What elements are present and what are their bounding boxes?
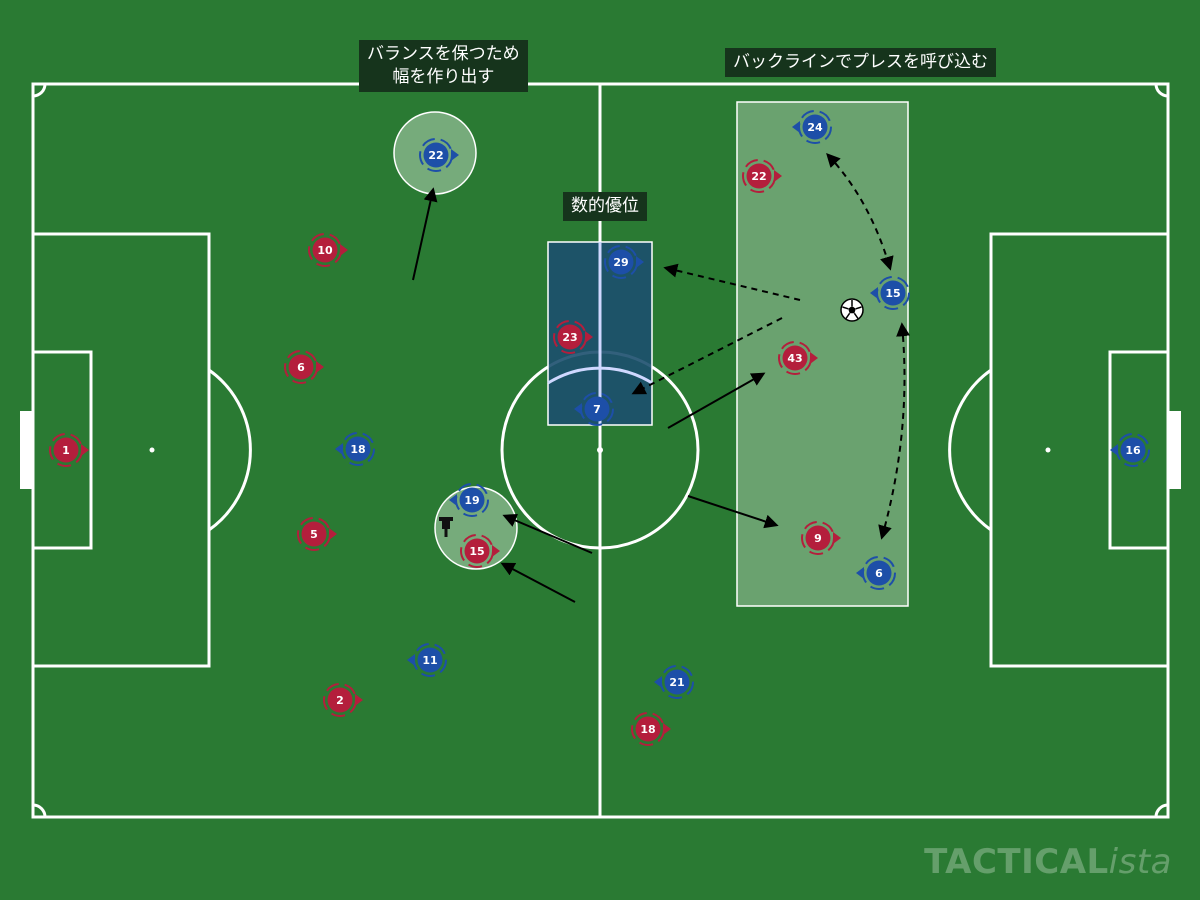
- svg-text:9: 9: [814, 532, 822, 545]
- blue-player-7[interactable]: 7: [574, 392, 614, 426]
- svg-text:22: 22: [751, 170, 766, 183]
- svg-text:5: 5: [310, 528, 318, 541]
- svg-text:29: 29: [613, 256, 628, 269]
- right-goal: [1168, 411, 1181, 489]
- movement-arrows: [412, 187, 779, 603]
- red-player-9[interactable]: 9: [801, 521, 841, 555]
- pass-arrow-15-6: [878, 322, 911, 540]
- left-penalty-arc: [208, 368, 252, 532]
- blue-player-19[interactable]: 19: [449, 483, 489, 517]
- blue-player-29[interactable]: 29: [604, 245, 644, 279]
- centre-spot: [597, 447, 603, 453]
- red-player-23[interactable]: 23: [553, 320, 593, 354]
- svg-text:7: 7: [593, 403, 601, 416]
- tacticalista-logo: TACTICALista: [924, 842, 1172, 882]
- svg-text:22: 22: [428, 149, 443, 162]
- red-player-43[interactable]: 43: [778, 341, 818, 375]
- right-penalty-arc: [948, 368, 992, 532]
- blue-goalkeeper[interactable]: 16: [1110, 433, 1150, 467]
- svg-text:18: 18: [350, 443, 365, 456]
- width-balance-line2: 幅を作り出す: [392, 67, 495, 87]
- svg-text:16: 16: [1125, 444, 1141, 457]
- zone-circle-arc: [547, 366, 653, 385]
- pin-icon: [439, 517, 453, 537]
- arrow-run-lower: [687, 495, 779, 529]
- svg-text:1: 1: [62, 444, 70, 457]
- svg-text:15: 15: [469, 545, 484, 558]
- pass-arrow-7: [631, 317, 783, 395]
- width-balance-line1: バランスを保つため: [367, 44, 520, 64]
- red-player-6[interactable]: 6: [284, 350, 324, 384]
- svg-text:2: 2: [336, 694, 344, 707]
- blue-player-6[interactable]: 6: [856, 556, 896, 590]
- blue-player-15[interactable]: 15: [870, 276, 910, 310]
- svg-text:23: 23: [562, 331, 577, 344]
- left-penalty-spot: [149, 447, 155, 453]
- svg-text:18: 18: [640, 723, 655, 736]
- arrow-width: [412, 187, 438, 281]
- numerical-advantage-label: 数的優位: [563, 192, 647, 221]
- svg-text:43: 43: [787, 352, 802, 365]
- red-player-18[interactable]: 18: [631, 712, 671, 746]
- svg-text:6: 6: [875, 567, 883, 580]
- soccer-ball-icon[interactable]: [840, 298, 864, 322]
- corner-arc-tl: [32, 83, 47, 98]
- corner-arc-tr: [1154, 83, 1169, 98]
- blue-player-18[interactable]: 18: [335, 432, 375, 466]
- svg-text:15: 15: [885, 287, 900, 300]
- left-goal: [20, 411, 33, 489]
- red-player-22[interactable]: 22: [742, 159, 782, 193]
- width-balance-label: バランスを保つため 幅を作り出す: [359, 40, 528, 92]
- svg-text:19: 19: [464, 494, 479, 507]
- arrow-support-lower: [500, 562, 576, 603]
- blue-player-21[interactable]: 21: [654, 665, 694, 699]
- arrow-run-upper: [667, 372, 766, 429]
- svg-text:10: 10: [317, 244, 333, 257]
- right-penalty-spot: [1045, 447, 1051, 453]
- corner-arc-bl: [32, 803, 47, 818]
- blue-player-24[interactable]: 24: [792, 110, 832, 144]
- svg-text:21: 21: [669, 676, 684, 689]
- blue-player-11[interactable]: 11: [407, 643, 447, 677]
- pass-arrow-24-15: [826, 152, 894, 271]
- arrow-support-upper: [502, 513, 593, 554]
- svg-text:6: 6: [297, 361, 305, 374]
- svg-text:24: 24: [807, 121, 823, 134]
- backline-press-label: バックラインでプレスを呼び込む: [725, 48, 996, 77]
- pass-arrows: [631, 152, 911, 540]
- red-goalkeeper[interactable]: 1: [49, 433, 89, 467]
- red-player-5[interactable]: 5: [297, 517, 337, 551]
- red-player-15[interactable]: 15: [460, 534, 500, 568]
- red-player-10[interactable]: 10: [308, 233, 348, 267]
- blue-player-22[interactable]: 22: [419, 138, 459, 172]
- pass-arrow-29: [663, 263, 801, 301]
- svg-text:11: 11: [422, 654, 437, 667]
- red-player-2[interactable]: 2: [323, 683, 363, 717]
- corner-arc-br: [1154, 803, 1169, 818]
